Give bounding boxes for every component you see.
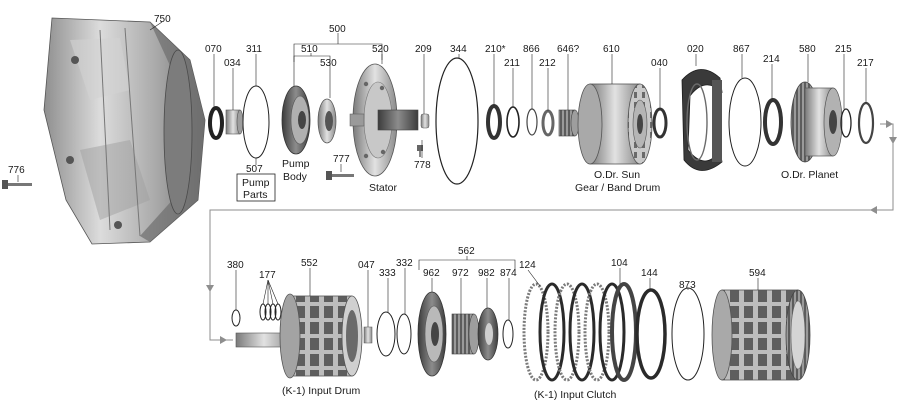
label-507: 507 [246,164,263,175]
label-580: 580 [799,44,816,55]
label-344: 344 [450,44,467,55]
label-750: 750 [154,14,171,25]
label-211: 211 [504,58,520,69]
label-212: 212 [539,58,556,69]
caption-input-clutch: (K-1) Input Clutch [534,389,616,401]
label-777: 777 [333,154,350,165]
snap-ring-874 [502,319,514,349]
o-ring-380 [231,309,241,327]
label-177: 177 [259,270,276,281]
label-552: 552 [301,258,318,269]
clutch-hub-594 [711,289,811,381]
pump-gears-530 [317,98,337,144]
label-104: 104 [611,258,628,269]
washer-214 [763,98,783,146]
seal-070 [208,106,224,140]
ring-866 [526,108,538,136]
label-562: 562 [458,246,475,257]
label-594: 594 [749,268,766,279]
component-captions: Pump Parts Pump Body Stator O.Dr. Sun Ge… [242,158,838,401]
label-144: 144 [641,268,658,279]
snap-ring-873 [671,287,705,381]
label-874: 874 [500,268,517,279]
sun-gear-band-drum-610 [577,83,653,165]
o-ring-344 [435,57,479,185]
input-drum-552 [235,293,363,379]
od-planet-580 [790,81,843,163]
caption-od-sun-2: Gear / Band Drum [575,182,660,194]
bearing-646 [558,109,580,137]
label-962: 962 [423,268,440,279]
label-209: 209 [415,44,432,55]
washer-209 [420,113,430,129]
label-866: 866 [523,44,540,55]
label-530: 530 [320,58,337,69]
plug-778 [417,145,423,157]
hub-962 [417,291,447,377]
label-510: 510 [301,44,318,55]
label-380: 380 [227,260,244,271]
label-972: 972 [452,268,469,279]
label-215: 215 [835,44,852,55]
washer-212 [541,109,555,137]
leader-lines [17,21,867,327]
label-332: 332 [396,258,413,269]
snap-ring-867 [728,77,762,167]
label-020: 020 [687,44,704,55]
od-band-020 [681,69,723,171]
caption-od-planet: O.Dr. Planet [781,169,838,181]
label-311: 311 [246,44,262,55]
label-034: 034 [224,58,241,69]
thrust-washer-210 [486,104,502,140]
label-873: 873 [679,280,696,291]
ring-211 [506,106,520,138]
label-124: 124 [519,260,536,271]
label-214: 214 [763,54,780,65]
caption-stator: Stator [369,182,398,194]
assembly-flow-path [206,120,897,344]
pump-parts-box [236,173,276,202]
ring-215 [840,108,852,138]
o-ring-311 [242,85,270,159]
seal-rings-177 [259,303,282,321]
input-clutch-pack [522,282,638,382]
seal-332 [396,313,412,355]
pump-body-510 [281,85,311,155]
label-778: 778 [414,160,431,171]
race-982 [477,307,499,361]
label-982: 982 [478,268,495,279]
bushing-034 [225,109,244,135]
caption-pump-parts-1: Pump [242,177,270,189]
seal-333 [376,311,396,357]
bushing-040 [652,107,668,139]
caption-pump-parts-2: Parts [243,189,268,201]
part-number-labels: 750 776 070 034 311 507 500 510 530 520 … [8,14,874,291]
label-646: 646? [557,44,580,55]
label-867: 867 [733,44,750,55]
label-500: 500 [329,24,346,35]
label-776: 776 [8,165,25,176]
caption-pump-body-2: Body [283,171,308,183]
label-047: 047 [358,260,375,271]
washer-217 [857,101,875,145]
label-217: 217 [857,58,874,69]
converter-housing-750 [43,17,206,245]
bolt-777 [326,171,354,180]
label-040: 040 [651,58,668,69]
caption-input-drum: (K-1) Input Drum [282,385,360,397]
label-520: 520 [372,44,389,55]
label-070: 070 [205,44,222,55]
bushing-047 [363,326,373,344]
label-610: 610 [603,44,620,55]
caption-od-sun-1: O.Dr. Sun [594,169,640,181]
stator-520 [349,63,419,177]
sprag-972 [451,313,480,355]
label-210: 210* [485,44,506,55]
caption-pump-body-1: Pump [282,158,310,170]
pressure-plate-144 [635,288,667,380]
bolt-776 [2,180,32,189]
label-333: 333 [379,268,396,279]
